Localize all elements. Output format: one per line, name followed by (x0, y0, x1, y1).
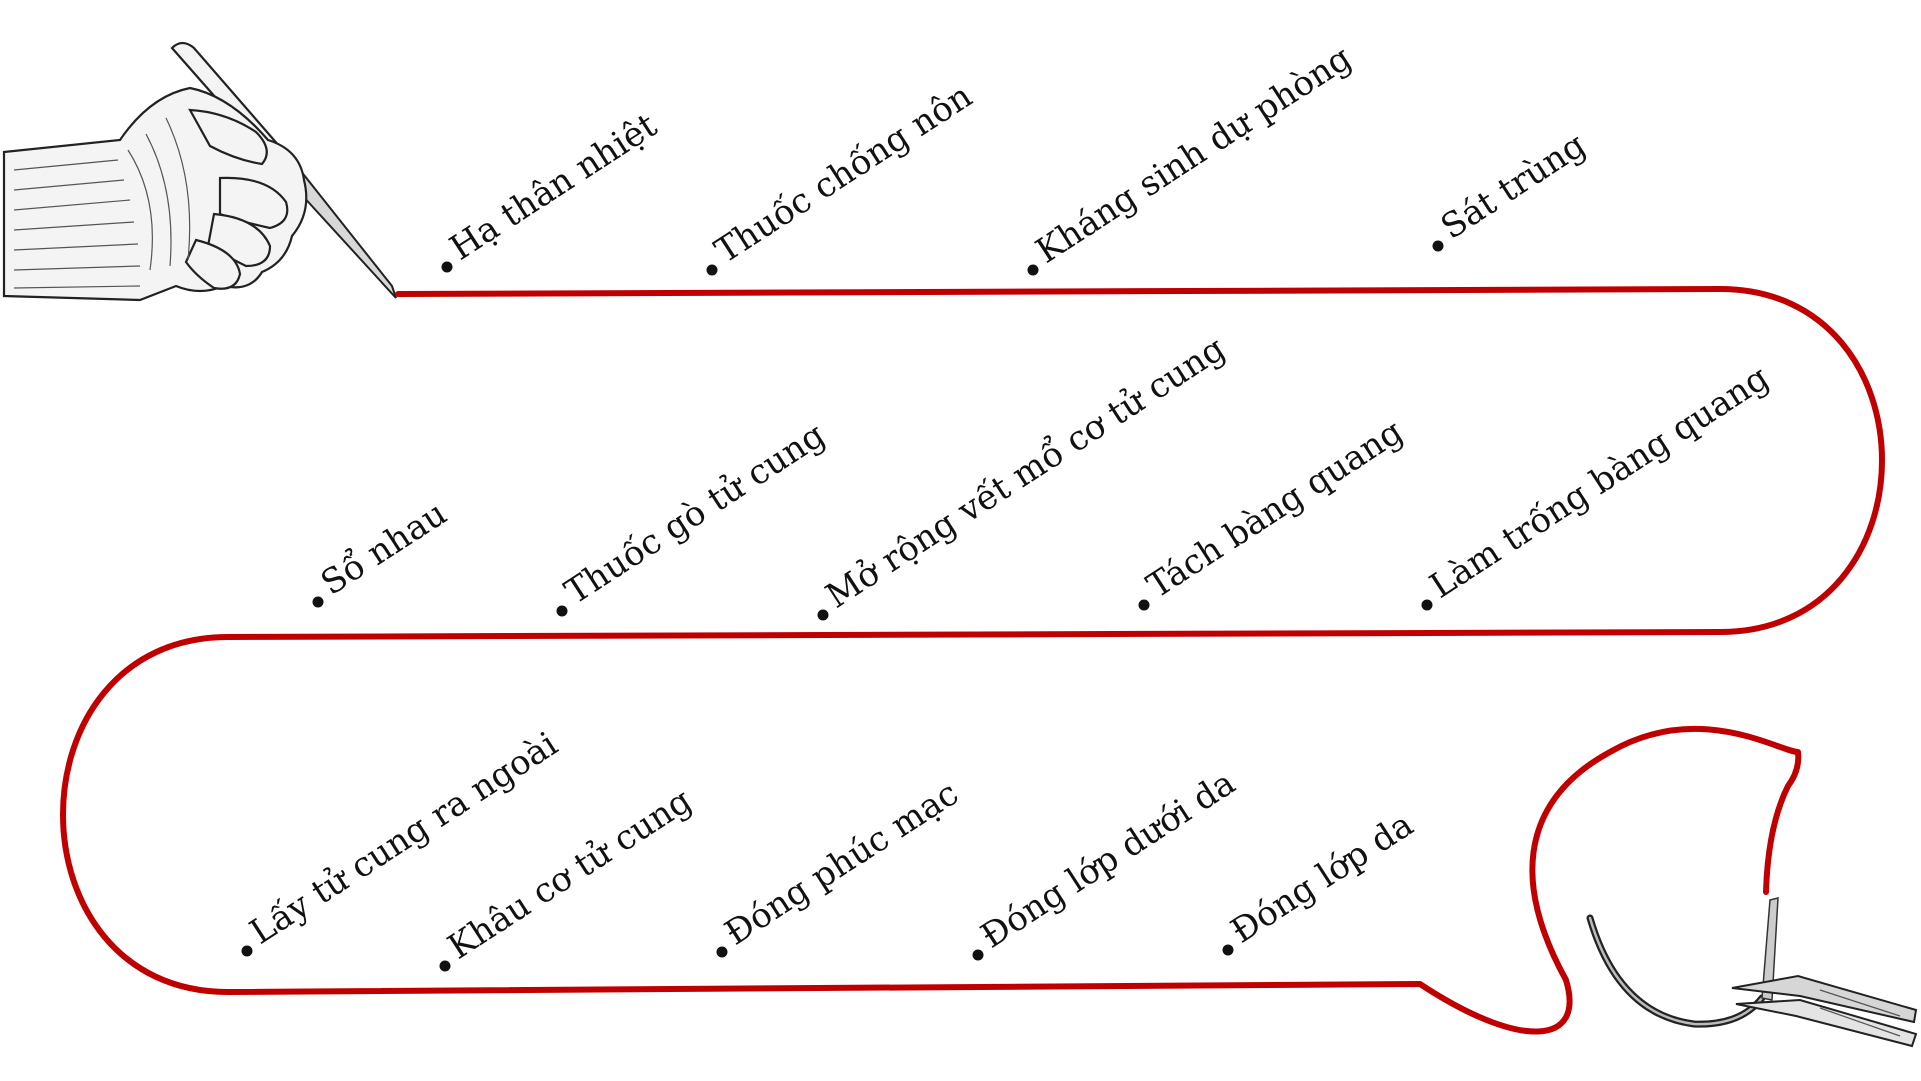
step-bullet-icon (1028, 265, 1039, 276)
step-item: Làm trống bàng quang (1422, 358, 1777, 611)
step-label: Hạ thân nhiệt (443, 105, 664, 268)
step-item: Thuốc chống nôn (707, 76, 980, 276)
step-bullet-icon (440, 961, 451, 972)
step-bullet-icon (557, 606, 568, 617)
step-bullet-icon (442, 262, 453, 273)
step-label: Làm trống bàng quang (1423, 358, 1776, 607)
hand-holding-scalpel-icon (4, 43, 396, 300)
step-label: Kháng sinh dự phòng (1029, 38, 1359, 272)
step-label: Sát trùng (1434, 125, 1593, 248)
step-bullet-icon (973, 950, 984, 961)
step-item: Sổ nhau (313, 493, 454, 607)
surgical-needle-holder-icon (1590, 898, 1916, 1046)
step-bullet-icon (717, 947, 728, 958)
step-bullet-icon (1139, 600, 1150, 611)
step-labels-layer: Hạ thân nhiệt Thuốc chống nôn Kháng sinh d… (242, 38, 1777, 971)
step-bullet-icon (1223, 945, 1234, 956)
step-label: Đóng lớp dưới da (974, 763, 1242, 957)
step-label: Đóng lớp da (1224, 805, 1421, 952)
step-bullet-icon (242, 946, 253, 957)
procedure-path-line (63, 289, 1882, 1032)
step-label: Thuốc chống nôn (708, 76, 979, 272)
step-item: Hạ thân nhiệt (442, 105, 665, 272)
step-item: Tách bàng quang (1139, 412, 1411, 611)
step-item: Đóng phúc mạc (717, 773, 966, 957)
step-label: Thuốc gò tử cung (558, 415, 832, 613)
step-bullet-icon (707, 265, 718, 276)
step-label: Sổ nhau (314, 493, 454, 603)
step-item: Đóng lớp dưới da (973, 763, 1243, 961)
step-bullet-icon (313, 597, 324, 608)
step-item: Đóng lớp da (1223, 805, 1421, 956)
step-item: Thuốc gò tử cung (557, 415, 833, 616)
step-label: Tách bàng quang (1140, 412, 1410, 607)
step-item: Sát trùng (1433, 125, 1593, 252)
step-bullet-icon (1422, 600, 1433, 611)
step-label: Đóng phúc mạc (718, 773, 966, 953)
step-bullet-icon (818, 610, 829, 621)
step-item: Kháng sinh dự phòng (1028, 38, 1359, 275)
step-bullet-icon (1433, 241, 1444, 252)
